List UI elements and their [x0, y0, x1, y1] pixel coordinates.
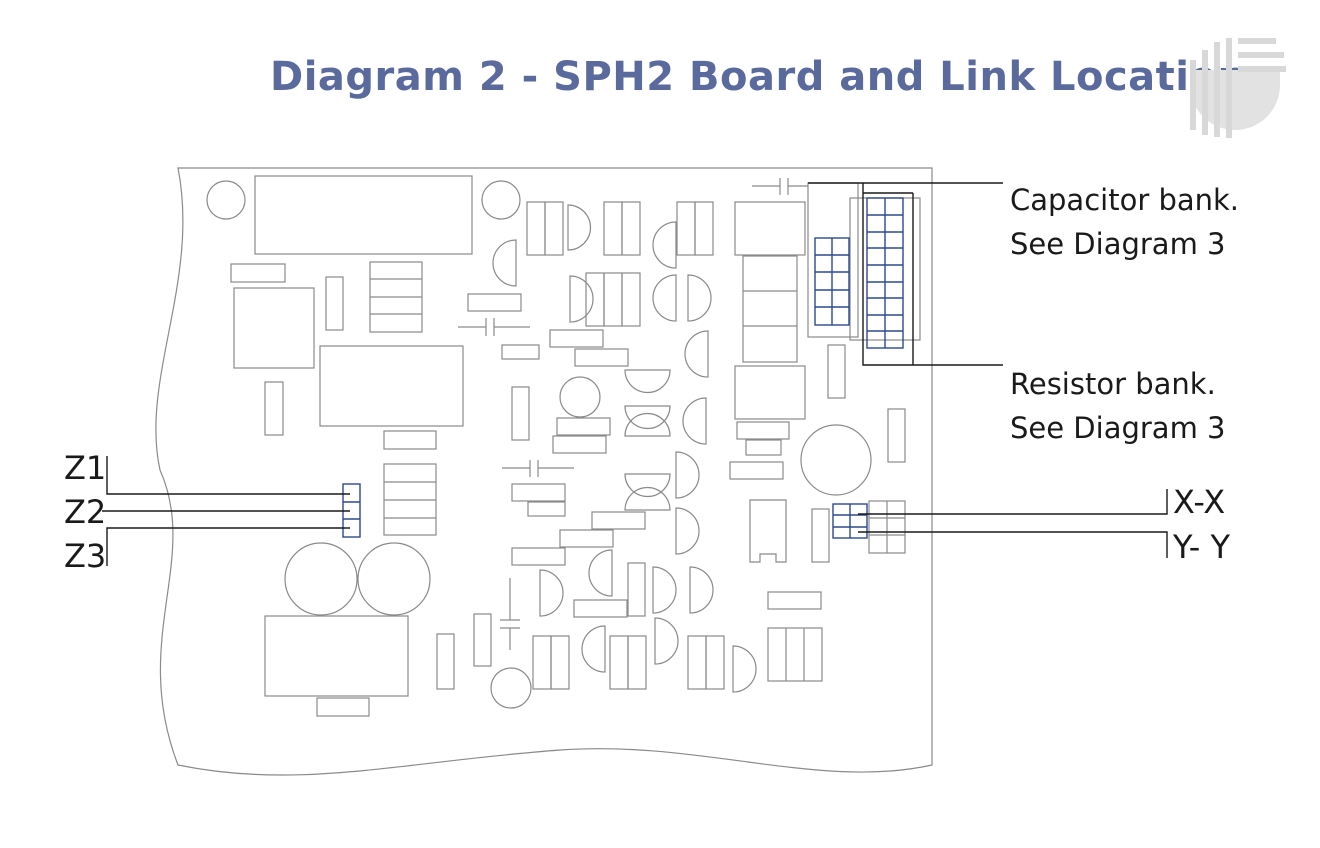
- resistor-bank-label: Resistor bank.: [1010, 367, 1216, 401]
- link-z3-label: Z3: [64, 537, 107, 575]
- link-blocks: [342, 197, 904, 539]
- leader-lines: [102, 182, 1168, 566]
- link-yy-label: Y- Y: [1173, 528, 1231, 566]
- resistor-bank-reference: See Diagram 3: [1010, 411, 1226, 445]
- brand-mark-icon: [1190, 38, 1286, 138]
- capacitor-bank-reference: See Diagram 3: [1010, 227, 1226, 261]
- link-xx-label: X-X: [1173, 483, 1226, 521]
- link-z2-label: Z2: [64, 493, 107, 531]
- link-z1-label: Z1: [64, 449, 107, 487]
- board-outline: [155, 167, 933, 776]
- page-title: Diagram 2 - SPH2 Board and Link Location…: [270, 54, 1271, 100]
- capacitor-bank-label: Capacitor bank.: [1010, 183, 1240, 217]
